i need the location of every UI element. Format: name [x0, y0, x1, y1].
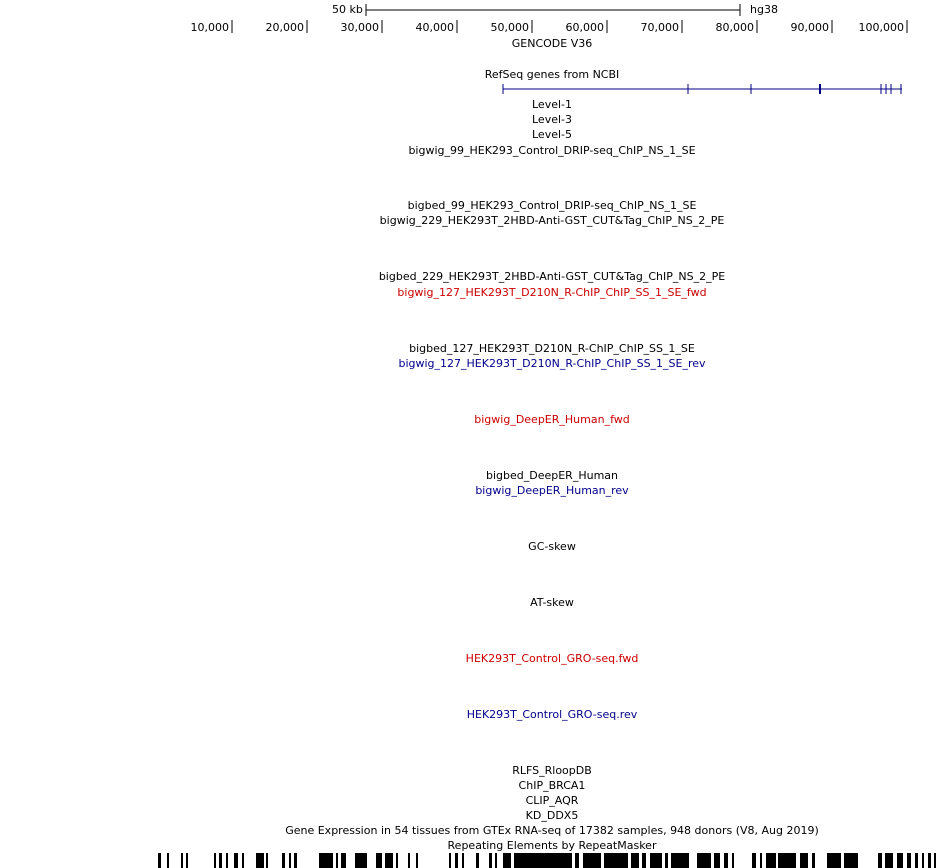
- track-label[interactable]: AT-skew: [530, 596, 574, 609]
- ruler-tick-label: 40,000: [415, 21, 455, 34]
- track-label[interactable]: Level-5: [531, 128, 573, 141]
- track-label[interactable]: bigwig_229_HEK293T_2HBD-Anti-GST_CUT&Tag…: [379, 214, 725, 227]
- ruler-tick-label: 10,000: [190, 21, 230, 34]
- track-label[interactable]: bigbed_99_HEK293_Control_DRIP-seq_ChIP_N…: [407, 199, 697, 212]
- scale-bar-label: 50 kb: [332, 3, 363, 16]
- ruler-tick-label: 30,000: [340, 21, 380, 34]
- track-label[interactable]: bigbed_DeepER_Human: [485, 469, 619, 482]
- track-label[interactable]: bigbed_229_HEK293T_2HBD-Anti-GST_CUT&Tag…: [378, 270, 726, 283]
- track-label[interactable]: HEK293T_Control_GRO-seq.rev: [466, 708, 638, 721]
- track-label[interactable]: Repeating Elements by RepeatMasker: [447, 839, 657, 852]
- ruler-tick-label: 50,000: [490, 21, 530, 34]
- track-label[interactable]: HEK293T_Control_GRO-seq.fwd: [465, 652, 639, 665]
- track-label[interactable]: bigwig_DeepER_Human_fwd: [474, 413, 630, 426]
- track-label[interactable]: Gene Expression in 54 tissues from GTEx …: [285, 824, 819, 837]
- refseq-gene-model[interactable]: [502, 84, 902, 94]
- track-label[interactable]: GC-skew: [528, 540, 576, 553]
- track-label[interactable]: KD_DDX5: [525, 809, 579, 822]
- track-label[interactable]: CLIP_AQR: [525, 794, 579, 807]
- track-label[interactable]: bigwig_99_HEK293_Control_DRIP-seq_ChIP_N…: [408, 144, 696, 157]
- track-label[interactable]: Level-1: [531, 98, 573, 111]
- gencode-track-label[interactable]: GENCODE V36: [511, 37, 593, 50]
- track-label[interactable]: bigbed_127_HEK293T_D210N_R-ChIP_ChIP_SS_…: [409, 342, 695, 355]
- ruler-tick-label: 90,000: [790, 21, 830, 34]
- refseq-track-label[interactable]: RefSeq genes from NCBI: [484, 68, 620, 81]
- ruler-tick-label: 70,000: [640, 21, 680, 34]
- track-label[interactable]: Level-3: [531, 113, 573, 126]
- ruler-tick-label: 100,000: [858, 21, 905, 34]
- ruler-tick-label: 60,000: [565, 21, 605, 34]
- ruler-tick-label: 80,000: [715, 21, 755, 34]
- track-label[interactable]: bigwig_127_HEK293T_D210N_R-ChIP_ChIP_SS_…: [397, 286, 707, 299]
- track-label[interactable]: RLFS_RloopDB: [512, 764, 592, 777]
- track-label[interactable]: bigwig_DeepER_Human_rev: [475, 484, 629, 497]
- repeatmasker-blocks[interactable]: [158, 853, 936, 868]
- track-label[interactable]: bigwig_127_HEK293T_D210N_R-ChIP_ChIP_SS_…: [398, 357, 706, 370]
- assembly-label: hg38: [750, 3, 778, 16]
- ruler-ticks: [231, 20, 908, 33]
- ruler-tick-label: 20,000: [265, 21, 305, 34]
- track-label[interactable]: ChIP_BRCA1: [518, 779, 586, 792]
- scale-bar: [365, 4, 741, 16]
